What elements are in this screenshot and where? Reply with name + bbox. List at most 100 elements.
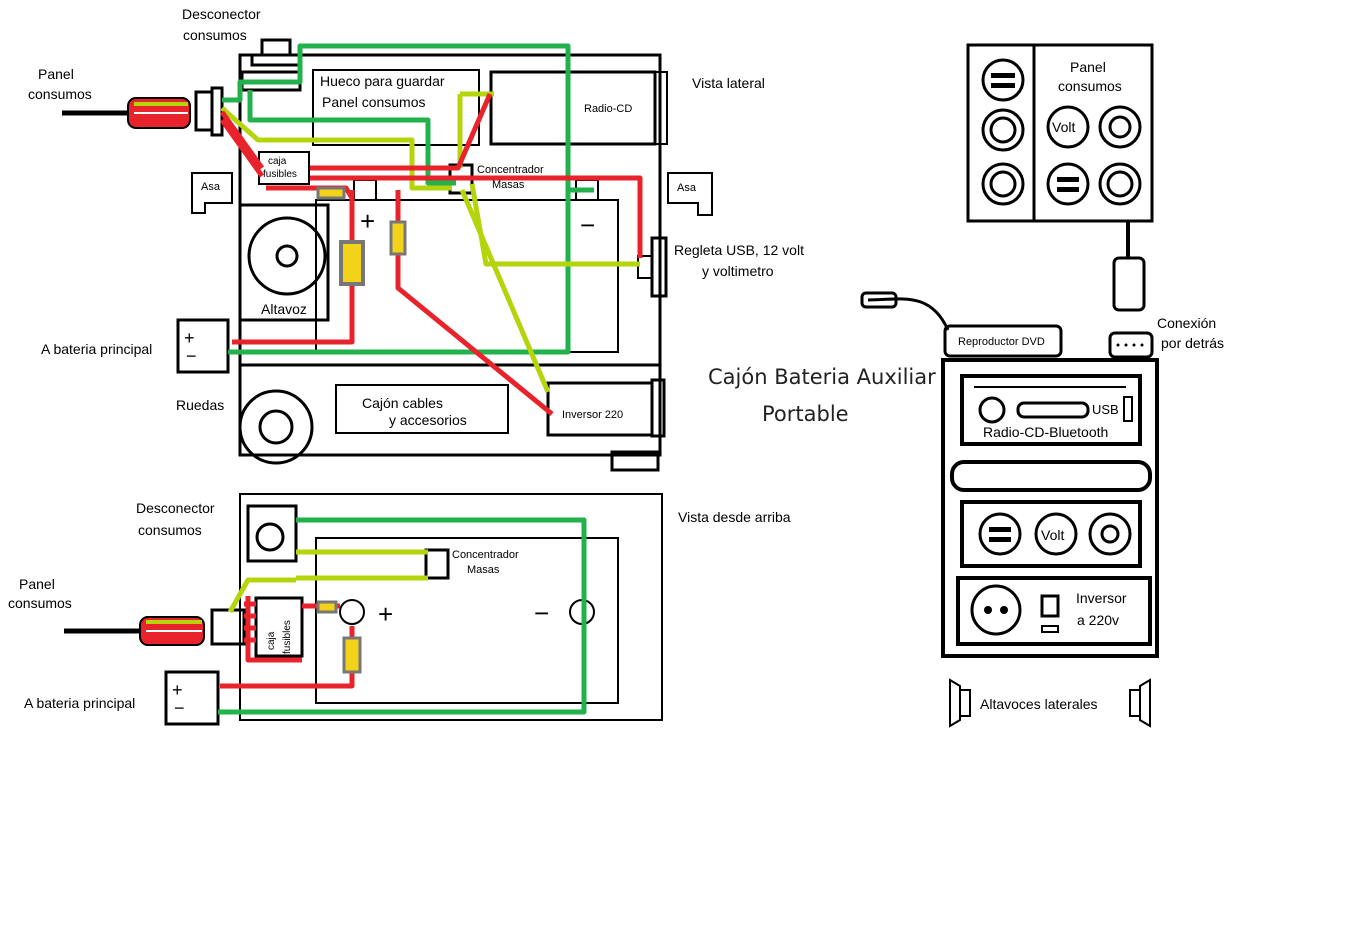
usb-socket — [978, 512, 1022, 556]
ac-pin — [984, 606, 992, 614]
label-ground-hub: Concentrador — [477, 164, 544, 176]
speaker-housing — [238, 203, 330, 322]
label-panel: Panel — [1070, 59, 1106, 75]
label-main-battery: A bateria principal — [24, 695, 135, 711]
wheel-hub — [258, 409, 294, 445]
label-connection: Conexión — [1157, 315, 1216, 331]
speaker-cone — [247, 216, 327, 296]
label-speaker: Altavoz — [261, 301, 307, 317]
radio-cd-front — [654, 71, 668, 145]
fuse — [342, 636, 362, 674]
label-side-view: Vista lateral — [692, 75, 765, 91]
connector-pin — [1124, 343, 1128, 347]
positive-wire — [245, 596, 302, 663]
top-view-wires — [218, 517, 587, 715]
top-view — [164, 493, 663, 726]
panel-connector-plug — [1112, 256, 1146, 312]
voltmeter — [1034, 512, 1078, 556]
side-view-wires — [219, 43, 643, 416]
label-plus: + — [360, 206, 375, 236]
drawer-compartment — [238, 363, 662, 457]
usb-strip-plug — [637, 255, 653, 279]
label-panel: consumos — [8, 595, 72, 611]
label-disconnector: Desconector — [136, 500, 215, 516]
speaker-left — [949, 678, 971, 728]
disconnector-switch — [250, 38, 302, 67]
dvd-cable — [867, 297, 950, 331]
label-dvd: Reproductor DVD — [958, 336, 1045, 348]
diagram-title: Cajón Bateria Auxiliar — [708, 365, 936, 389]
socket-12v — [1098, 162, 1142, 206]
label-ground-hub: Masas — [492, 179, 525, 191]
usb-slot-mark — [1057, 187, 1079, 192]
label-panel: consumos — [1058, 78, 1122, 94]
socket-12v — [1088, 512, 1132, 556]
positive-wire — [310, 93, 493, 171]
label-main-battery: A bateria principal — [41, 341, 152, 357]
socket-12v — [1098, 105, 1142, 149]
connector-pin — [1140, 343, 1144, 347]
top-positive-post — [339, 599, 365, 625]
radio-display — [1016, 401, 1090, 419]
label-usb: USB — [1092, 402, 1119, 417]
consumer-wire — [220, 106, 452, 191]
radio-front — [960, 374, 1142, 446]
fuse — [389, 220, 407, 256]
inverter-front — [650, 378, 666, 438]
usb-slot-mark — [991, 83, 1015, 88]
main-battery-minus: − — [174, 698, 185, 718]
label-fusebox: fusibles — [263, 169, 297, 180]
label-inverter: Inversor 220 — [562, 409, 623, 421]
consumer-wire — [227, 577, 296, 614]
speaker-right — [1129, 678, 1151, 728]
voltmeter — [1046, 105, 1090, 149]
label-fusebox: fusibles — [282, 620, 293, 654]
ground-wire — [247, 90, 456, 186]
socket-12v-inner — [1106, 170, 1134, 198]
rear-connector — [1108, 331, 1154, 359]
label-radio: Radio-CD — [584, 103, 632, 115]
usb-slot-mark — [991, 73, 1015, 78]
label-inverter: Inversor — [1076, 590, 1127, 606]
socket-12v-inner — [989, 116, 1017, 144]
label-radio-bt: Radio-CD-Bluetooth — [983, 424, 1108, 440]
ground-wire — [218, 517, 587, 715]
label-disconnector: consumos — [138, 522, 202, 538]
label-speakers: Altavoces laterales — [980, 696, 1098, 712]
label-panel: Panel — [19, 576, 55, 592]
wheel — [238, 389, 314, 465]
dvd-slot — [950, 460, 1152, 492]
usb-slot-mark — [989, 527, 1011, 532]
ac-outlet — [970, 584, 1022, 636]
positive-wire — [219, 118, 265, 178]
top-fuse-box — [254, 596, 304, 658]
handle-left — [191, 172, 233, 214]
label-ground-hub: Masas — [467, 564, 500, 576]
label-panel: Panel — [38, 66, 74, 82]
main-battery-minus: − — [186, 346, 197, 366]
inverter-front-panel — [956, 576, 1152, 646]
socket-12v-inner — [989, 170, 1017, 198]
label-handle: Asa — [201, 181, 221, 193]
top-ground-hub — [424, 548, 450, 580]
cables-drawer — [335, 384, 509, 434]
socket-12v — [981, 108, 1025, 152]
label-drawer: Cajón cables — [362, 395, 443, 411]
label-storage: Panel consumos — [322, 94, 426, 110]
label-disconnector: Desconector — [182, 6, 261, 22]
main-battery-plus: + — [172, 680, 183, 700]
usb-slot-mark — [1057, 177, 1079, 182]
diagram-title: Portable — [762, 402, 849, 426]
consumer-wire — [469, 183, 640, 267]
panel-socket — [194, 86, 224, 137]
label-usb-strip: y voltimetro — [702, 263, 774, 279]
dvd-plug — [860, 291, 898, 309]
connector-pin — [1132, 343, 1136, 347]
label-panel: consumos — [28, 86, 92, 102]
label-disconnector: consumos — [183, 27, 247, 43]
dvd-player — [943, 324, 1063, 358]
positive-wire — [310, 175, 643, 258]
label-minus: − — [534, 598, 549, 628]
front-case — [941, 358, 1159, 658]
top-disconnector-knob — [255, 522, 285, 552]
